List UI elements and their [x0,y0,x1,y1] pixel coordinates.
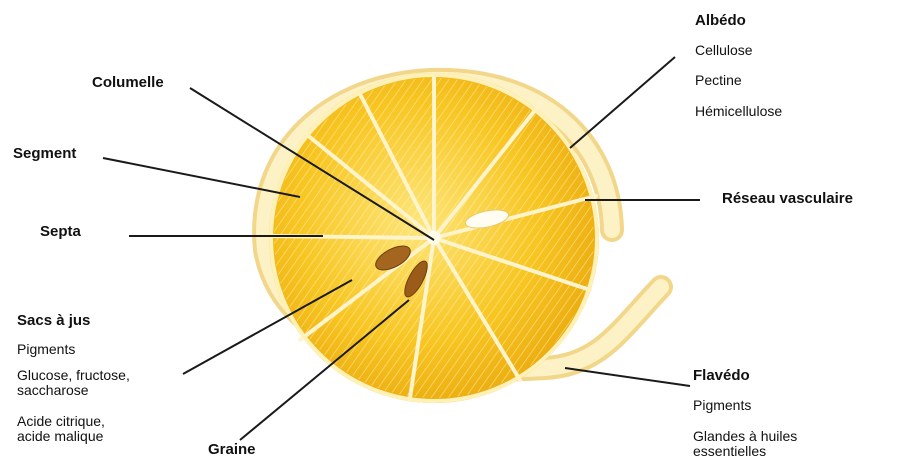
label-sacs-item2a: Glucose, fructose, [17,368,130,383]
label-sacs-item3a: Acide citrique, [17,414,105,429]
label-flavedo-item1: Pigments [693,398,751,413]
label-albedo-item3: Hémicellulose [695,104,782,119]
label-graine: Graine [208,441,256,458]
label-sacs-item1: Pigments [17,342,75,357]
label-flavedo-item2b: essentielles [693,444,766,459]
label-columelle: Columelle [92,74,164,91]
label-albedo-title: Albédo [695,12,746,29]
label-flavedo-title: Flavédo [693,367,750,384]
label-sacs-title: Sacs à jus [17,312,90,329]
label-albedo-item1: Cellulose [695,43,753,58]
label-segment: Segment [13,145,76,162]
label-reseau: Réseau vasculaire [722,190,853,207]
label-sacs-item3b: acide malique [17,429,103,444]
label-septa: Septa [40,223,81,240]
label-flavedo-item2a: Glandes à huiles [693,429,797,444]
label-albedo-item2: Pectine [695,73,742,88]
label-sacs-item2b: saccharose [17,383,89,398]
